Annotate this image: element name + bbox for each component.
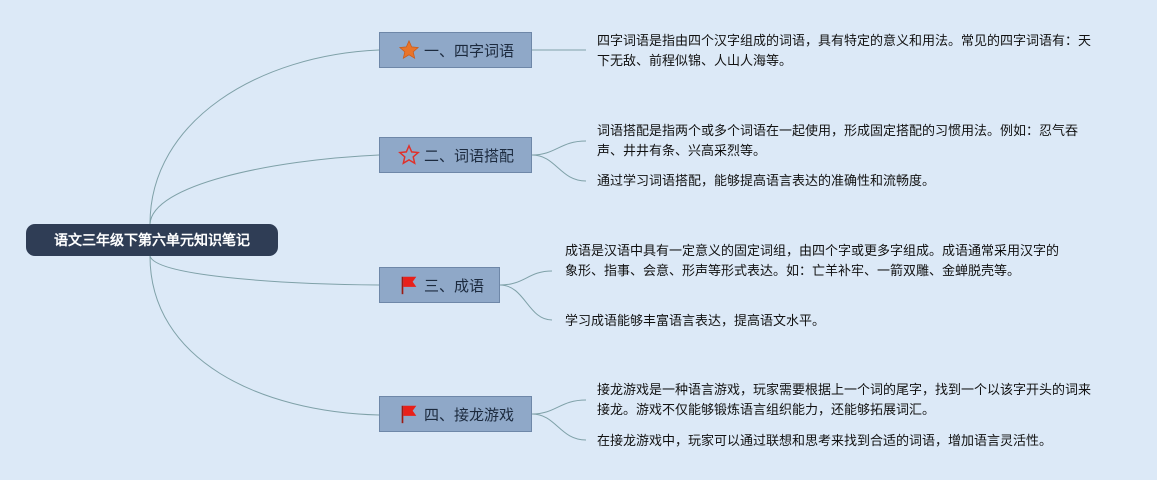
flag-icon [398, 403, 420, 425]
root-link-1 [149, 49, 380, 225]
root-node[interactable]: 语文三年级下第六单元知识笔记 [26, 224, 278, 256]
leaf-link-2-2 [531, 154, 587, 182]
leaf-text-1-1: 四字词语是指由四个汉字组成的词语，具有特定的意义和用法。常见的四字词语有：天下无… [597, 34, 1092, 69]
topic-label-2: 二、词语搭配 [424, 146, 515, 165]
root-link-3 [149, 255, 380, 286]
topic-label-4: 四、接龙游戏 [424, 405, 515, 424]
flag-icon [398, 274, 420, 296]
leaf-text-2-2: 通过学习词语搭配，能够提高语言表达的准确性和流畅度。 [597, 174, 936, 189]
root-label: 语文三年级下第六单元知识笔记 [54, 233, 250, 249]
root-link-4 [149, 255, 380, 416]
topic-label-3: 三、成语 [424, 276, 485, 295]
star-filled-icon [398, 39, 420, 61]
leaf-link-3-2 [499, 284, 553, 321]
topic-label-1: 一、四字词语 [424, 41, 515, 60]
leaf-link-2-1 [531, 140, 587, 156]
leaf-text-4-1: 接龙游戏是一种语言游戏，玩家需要根据上一个词的尾字，找到一个以该字开头的词来接龙… [597, 383, 1092, 418]
topic-node-1[interactable]: 一、四字词语 [379, 32, 532, 68]
leaf-link-3-1 [499, 270, 553, 286]
star-outline-icon [398, 144, 420, 166]
topic-node-2[interactable]: 二、词语搭配 [379, 137, 532, 173]
leaf-link-4-2 [531, 413, 587, 441]
topic-node-3[interactable]: 三、成语 [379, 267, 500, 303]
root-link-2 [149, 154, 380, 225]
topic-node-4[interactable]: 四、接龙游戏 [379, 396, 532, 432]
leaf-text-3-1: 成语是汉语中具有一定意义的固定词组，由四个字或更多字组成。成语通常采用汉字的象形… [565, 244, 1060, 279]
leaf-text-4-2: 在接龙游戏中，玩家可以通过联想和思考来找到合适的词语，增加语言灵活性。 [597, 434, 1053, 449]
leaf-text-2-1: 词语搭配是指两个或多个词语在一起使用，形成固定搭配的习惯用法。例如：忍气吞声、井… [597, 124, 1079, 159]
leaf-text-3-2: 学习成语能够丰富语言表达，提高语文水平。 [565, 314, 826, 329]
leaf-link-4-1 [531, 399, 587, 415]
